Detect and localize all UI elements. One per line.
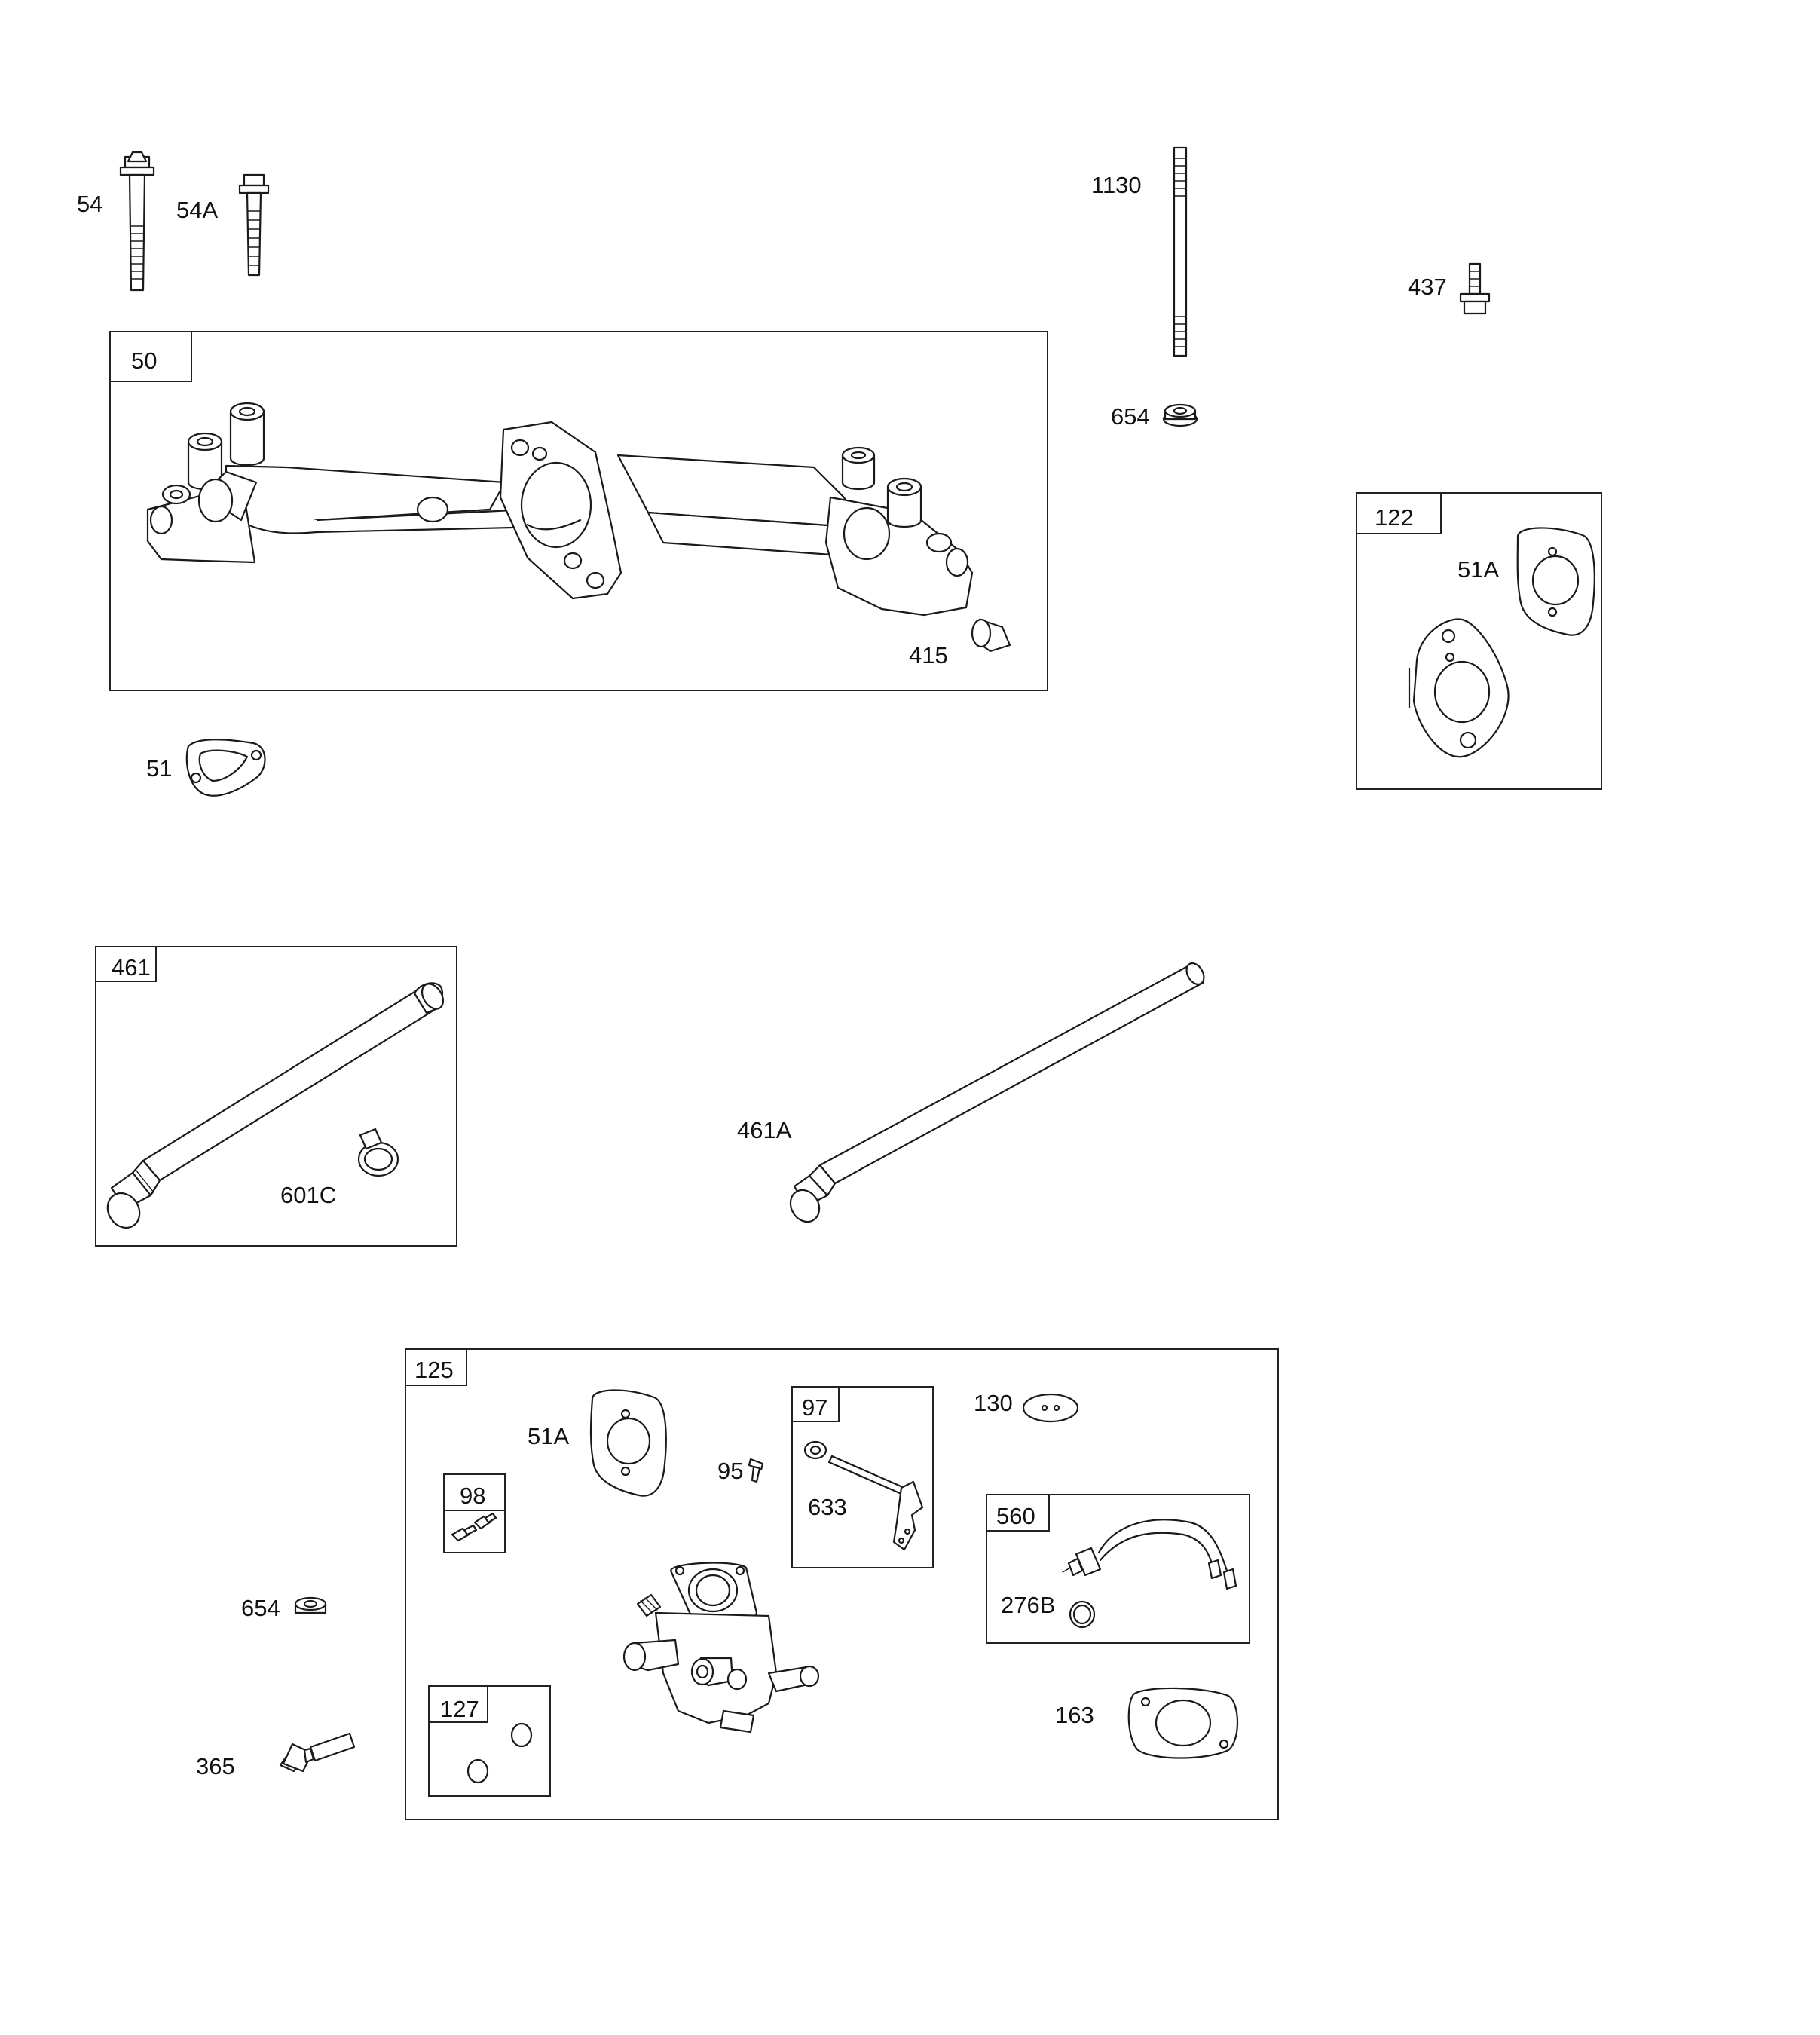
clamp-601c-drawing <box>357 1128 399 1177</box>
group-box-50 <box>109 331 1048 691</box>
bolt-365-drawing <box>279 1732 356 1773</box>
group-box-560 <box>986 1494 1250 1644</box>
label-127: 127 <box>440 1696 479 1722</box>
hose-461a-drawing <box>789 962 1205 1223</box>
label-163: 163 <box>1055 1702 1094 1728</box>
throttle-shaft-97-drawing <box>803 1440 924 1551</box>
stud-1130-drawing <box>1173 146 1188 357</box>
group-box-461 <box>95 946 457 1247</box>
label-415: 415 <box>909 642 948 669</box>
label-1130: 1130 <box>1091 172 1142 198</box>
label-461a: 461A <box>737 1117 792 1143</box>
label-98: 98 <box>460 1483 485 1509</box>
plug-415-drawing <box>971 618 1011 653</box>
label-437: 437 <box>1408 274 1447 300</box>
gasket-51a-122-drawing <box>1516 527 1595 636</box>
group-box-98 <box>443 1473 506 1553</box>
label-276b: 276B <box>1001 1592 1055 1618</box>
label-130: 130 <box>974 1390 1013 1416</box>
bolt-54a-drawing <box>238 173 270 277</box>
label-365: 365 <box>196 1753 235 1779</box>
label-51: 51 <box>146 755 172 782</box>
solenoid-560-drawing <box>1062 1519 1237 1590</box>
bolt-54-drawing <box>119 151 155 292</box>
bolt-437-drawing <box>1459 262 1491 315</box>
gasket-51a-125-drawing <box>589 1389 667 1497</box>
intake-manifold-50-drawing <box>146 402 974 617</box>
group-box-97 <box>791 1386 934 1568</box>
label-54: 54 <box>77 191 102 217</box>
gasket-163-drawing <box>1127 1687 1239 1759</box>
label-51a-125: 51A <box>528 1423 569 1449</box>
hose-461-drawing <box>106 982 445 1229</box>
group-box-122 <box>1356 492 1602 790</box>
spacer-122-drawing <box>1408 618 1510 758</box>
plugs-127-drawing <box>466 1722 533 1784</box>
label-654-top: 654 <box>1111 403 1150 430</box>
label-560: 560 <box>996 1503 1035 1529</box>
label-95: 95 <box>717 1458 743 1484</box>
group-box-125 <box>405 1348 1279 1820</box>
throttle-plate-130-drawing <box>1022 1393 1079 1423</box>
carburetor-body-drawing <box>622 1562 820 1734</box>
gasket-51-drawing <box>185 739 266 797</box>
nut-654-bottom-drawing <box>294 1596 327 1614</box>
label-54a: 54A <box>176 197 218 223</box>
label-125: 125 <box>414 1357 454 1383</box>
oring-276b-drawing <box>1069 1600 1096 1629</box>
label-50: 50 <box>131 347 157 374</box>
label-97: 97 <box>802 1394 827 1421</box>
nut-654-top-drawing <box>1162 403 1198 427</box>
screw-95-drawing <box>748 1458 764 1483</box>
label-461: 461 <box>112 954 151 981</box>
group-box-127 <box>428 1685 551 1797</box>
label-122: 122 <box>1375 504 1414 531</box>
screws-98-drawing <box>451 1512 497 1542</box>
label-633: 633 <box>808 1494 847 1520</box>
label-601c: 601C <box>280 1182 336 1208</box>
label-654-bottom: 654 <box>241 1595 280 1621</box>
label-51a-122: 51A <box>1458 556 1499 583</box>
